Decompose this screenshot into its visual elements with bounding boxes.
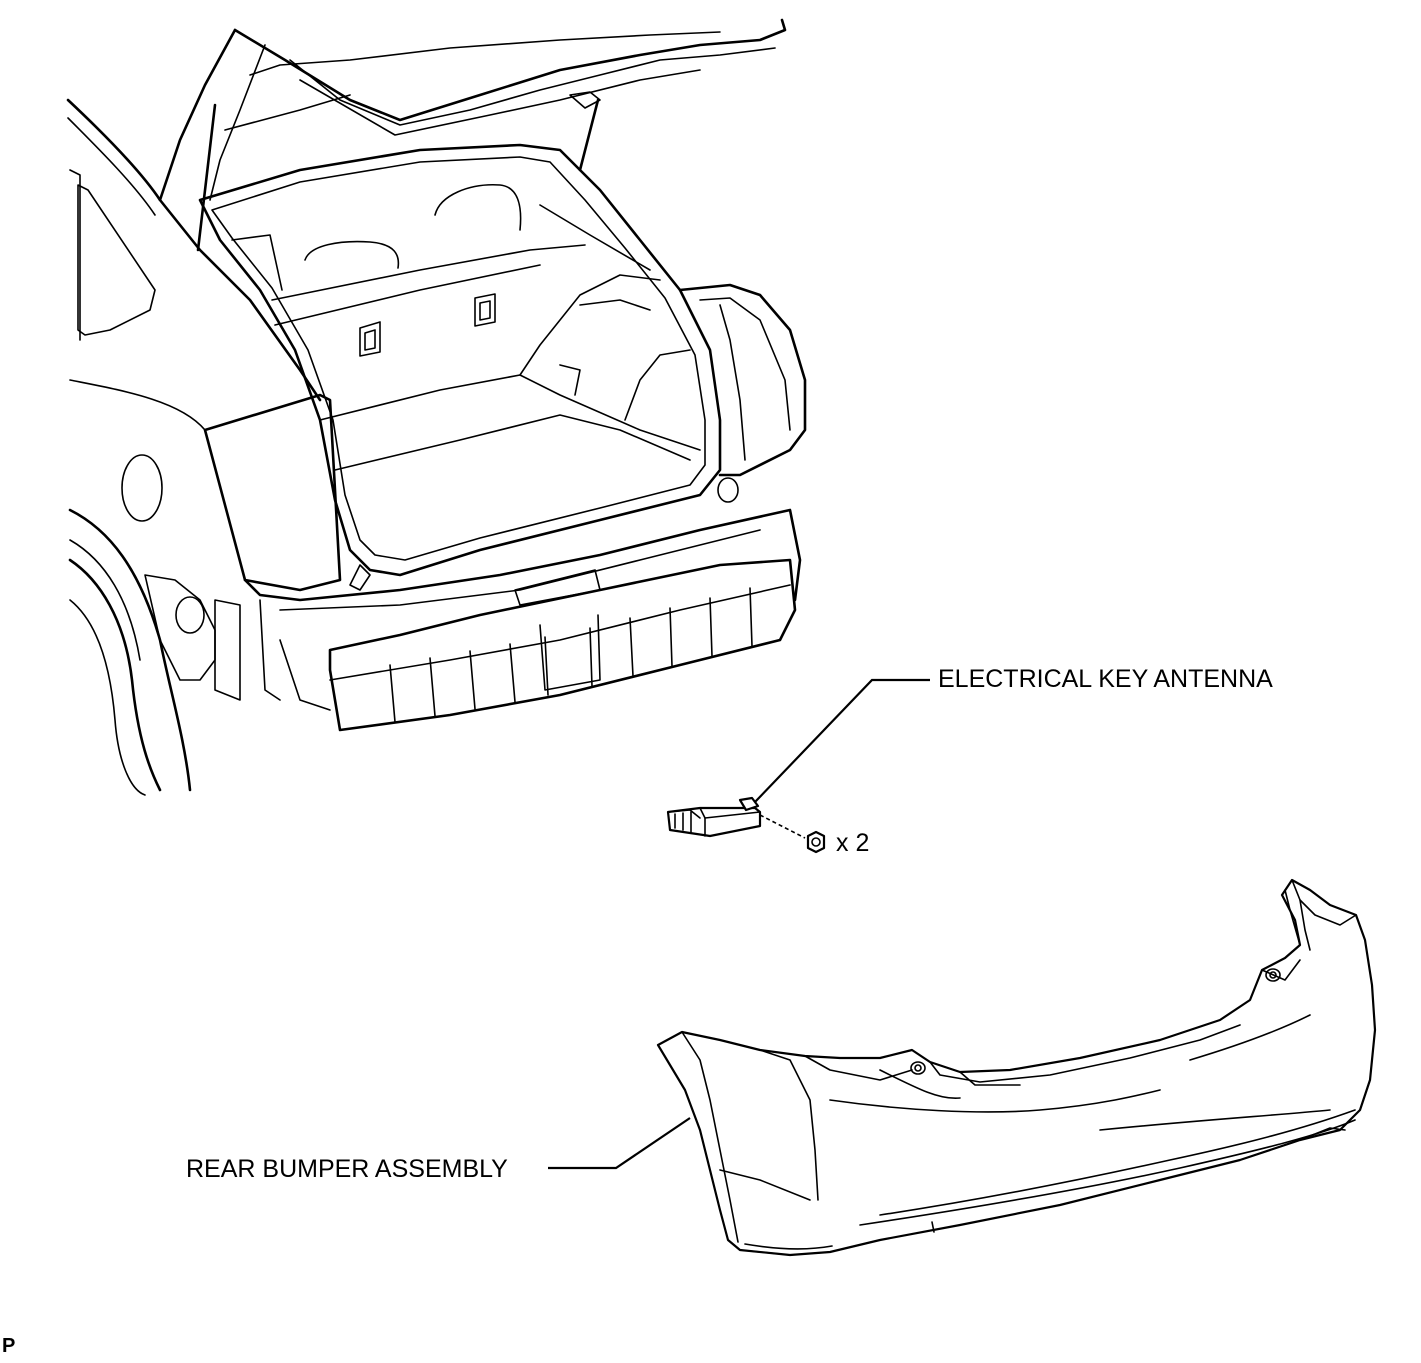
- antenna-label: ELECTRICAL KEY ANTENNA: [938, 665, 1273, 693]
- key-antenna-icon: [666, 796, 762, 838]
- bumper-leader-line: [548, 1117, 691, 1170]
- car-rear-body-icon: [66, 18, 807, 796]
- quantity-label: x 2: [836, 829, 870, 857]
- mount-line: [759, 814, 806, 839]
- bumper-label: REAR BUMPER ASSEMBLY: [186, 1155, 508, 1183]
- rear-bumper-icon: [656, 878, 1377, 1257]
- antenna-leader-line: [754, 678, 930, 803]
- corner-code: P: [2, 1335, 16, 1357]
- nut-icon: [806, 830, 826, 854]
